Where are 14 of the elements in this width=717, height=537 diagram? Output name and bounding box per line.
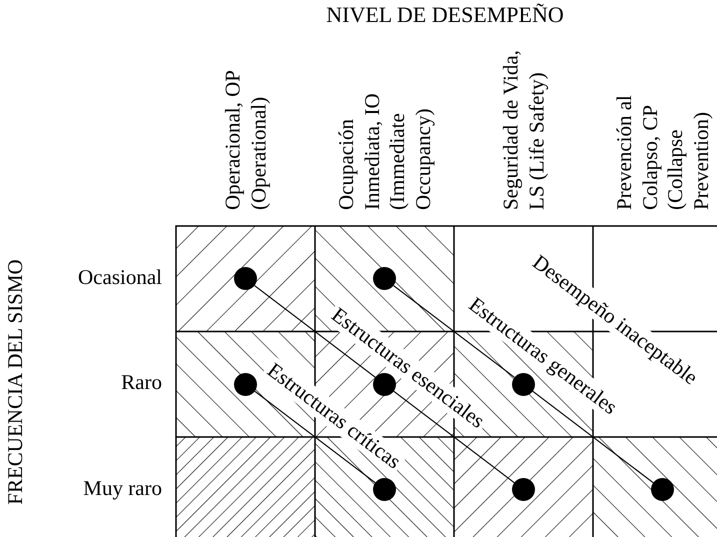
connector-line: [254, 390, 376, 484]
axis-title: NIVEL DE DESEMPEÑO: [325, 2, 565, 29]
connector-line: [254, 285, 376, 378]
column-header: Operacional, OP (Operational): [220, 70, 271, 210]
column-header: Seguridad de Vida, LS (Life Safety): [498, 49, 549, 210]
column-header: Prevención al Colapso, CP (Collapse Prevention): [611, 94, 714, 210]
connector-line: [393, 285, 515, 378]
column-header: Ocupación Inmediata, IO (Immediate Occupancy): [333, 92, 436, 210]
row-header: Muy raro: [83, 476, 162, 502]
connector-line: [393, 390, 515, 484]
connector-line: [532, 390, 654, 484]
row-header: Ocasional: [78, 264, 162, 290]
row-header: Raro: [121, 370, 162, 396]
axis-title: FRECUENCIA DEL SISMO: [3, 258, 28, 507]
